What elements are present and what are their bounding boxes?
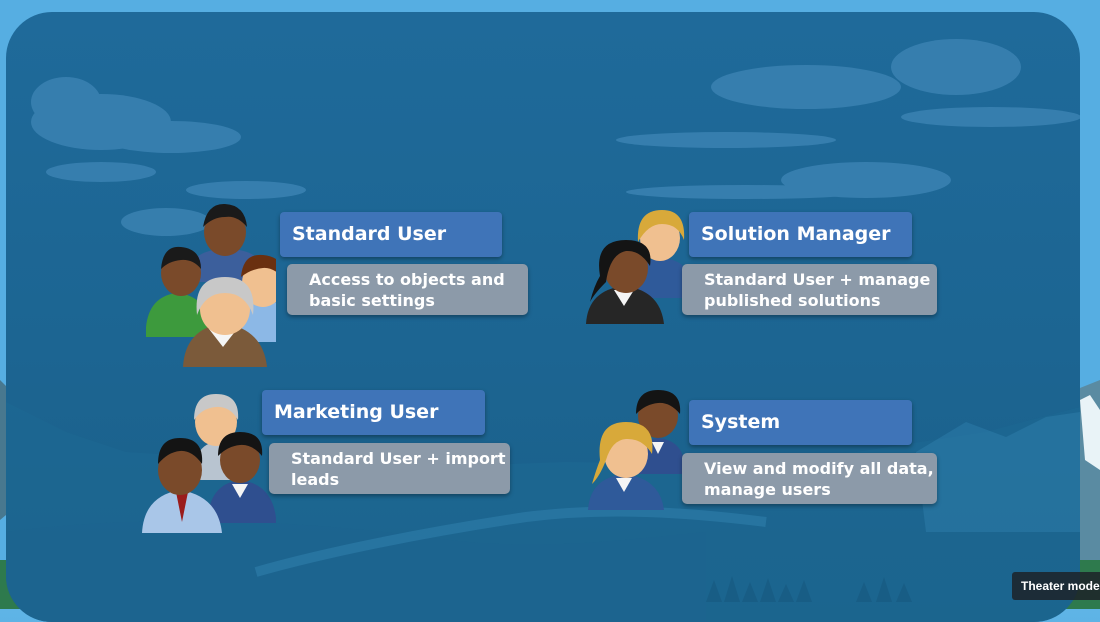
role-description: Access to objects and basic settings: [287, 264, 528, 315]
role-title: Solution Manager: [689, 212, 912, 257]
role-card-marketing-user: Marketing User Standard User + import le…: [136, 388, 516, 533]
content-panel: Standard User Access to objects and basi…: [6, 12, 1080, 622]
role-card-solution-manager: Solution Manager Standard User + manage …: [584, 202, 944, 332]
role-card-standard-user: Standard User Access to objects and basi…: [141, 197, 531, 367]
role-card-system-administrator: System Administrator View and modify all…: [584, 390, 944, 520]
theater-mode-button[interactable]: Theater mode: [1012, 572, 1100, 600]
role-title: System Administrator: [689, 400, 912, 478]
role-description: Standard User + import leads: [269, 443, 510, 494]
role-title: Marketing User: [262, 390, 485, 435]
user-group-icon: [146, 203, 276, 367]
user-group-icon: [142, 394, 276, 533]
role-description: View and modify all data, manage users: [682, 453, 937, 504]
user-pair-icon: [588, 390, 684, 510]
role-title: Standard User: [280, 212, 502, 257]
role-description: Standard User + manage published solutio…: [682, 264, 937, 315]
user-pair-icon: [586, 210, 690, 324]
